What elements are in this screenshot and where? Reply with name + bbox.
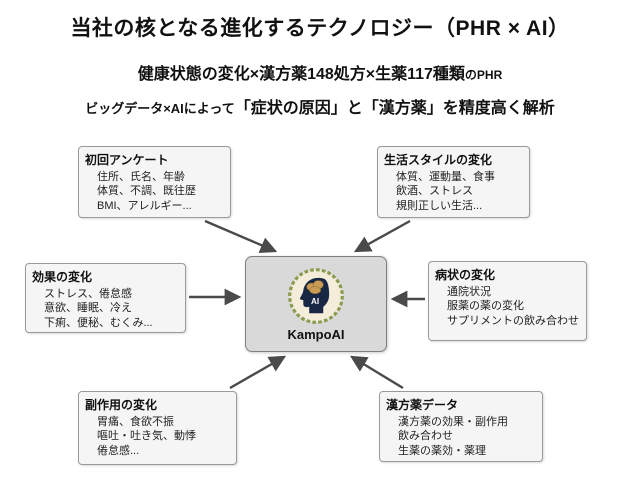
box-kampo-data: 漢方薬データ 漢方薬の効果・副作用 飲み合わせ 生薬の薬効・薬理 bbox=[379, 391, 543, 462]
box-line: ストレス、倦怠感 bbox=[44, 288, 132, 300]
box-line: 飲み合わせ bbox=[398, 430, 453, 443]
box-line: 意欲、睡眠、冷え bbox=[44, 302, 132, 315]
box-line: 倦怠感... bbox=[97, 444, 140, 457]
box-line: 飲酒、ストレス bbox=[396, 185, 473, 198]
tagline: ビッグデータ×AIによって「症状の原因」と「漢方薬」を精度高く解析 bbox=[0, 94, 640, 118]
tagline-prefix: ビッグデータ×AIによって bbox=[85, 101, 235, 116]
box-line: 規則正しい生活... bbox=[396, 199, 483, 212]
box-line: 胃痛、食欲不振 bbox=[97, 416, 174, 428]
box-line: 体質、不調、既往歴 bbox=[97, 185, 196, 198]
box-line: 下痢、便秘、むくみ... bbox=[44, 316, 153, 329]
box-line: 生薬の薬効・薬理 bbox=[398, 444, 486, 457]
kampo-ai-node: AI KampoAI bbox=[245, 256, 387, 352]
box-initial-survey: 初回アンケート 住所、氏名、年齢 体質、不調、既往歴 BMI、アレルギー... bbox=[78, 146, 231, 218]
subtitle-phr-main: 健康状態の変化×漢方薬148処方×生薬117種類 bbox=[137, 66, 465, 83]
box-line: 通院状況 bbox=[447, 286, 491, 298]
box-title: 生活スタイルの変化 bbox=[384, 153, 493, 167]
box-line: 住所、氏名、年齢 bbox=[97, 171, 185, 183]
box-line: BMI、アレルギー... bbox=[97, 199, 192, 212]
page-title: 当社の核となる進化するテクノロジー（PHR × AI） bbox=[70, 17, 570, 40]
box-title: 副作用の変化 bbox=[85, 398, 158, 412]
arrow-initial-survey-to-center bbox=[204, 219, 278, 254]
box-side-effect-change: 副作用の変化 胃痛、食欲不振 嘔吐・吐き気、動悸 倦怠感... bbox=[78, 391, 237, 465]
box-title: 効果の変化 bbox=[32, 270, 93, 284]
box-title: 漢方薬データ bbox=[386, 398, 459, 412]
arrow-side-effect-to-center bbox=[229, 355, 287, 390]
subtitle-phr: 健康状態の変化×漢方薬148処方×生薬117種類のPHR bbox=[0, 60, 640, 84]
box-line: 漢方薬の効果・副作用 bbox=[398, 416, 508, 428]
kampo-ai-head-icon: AI bbox=[288, 267, 344, 324]
brain-icon bbox=[306, 279, 324, 294]
kampo-ai-label: KampoAI bbox=[287, 326, 345, 342]
arrow-kampo-data-to-center bbox=[349, 355, 404, 390]
ai-badge-label: AI bbox=[311, 297, 319, 306]
arrow-lifestyle-to-center bbox=[353, 219, 411, 253]
box-title: 初回アンケート bbox=[85, 153, 169, 167]
box-line: 嘔吐・吐き気、動悸 bbox=[97, 430, 196, 443]
box-line: 体質、運動量、食事 bbox=[396, 171, 495, 183]
box-title: 病状の変化 bbox=[435, 268, 496, 282]
box-effect-change: 効果の変化 ストレス、倦怠感 意欲、睡眠、冷え 下痢、便秘、むくみ... bbox=[25, 263, 186, 333]
tagline-emphasis: 「症状の原因」と「漢方薬」を精度高く解析 bbox=[234, 100, 555, 117]
subtitle-phr-suffix: のPHR bbox=[464, 68, 503, 82]
box-line: 服薬の薬の変化 bbox=[447, 300, 524, 313]
box-line: サプリメントの飲み合わせ bbox=[447, 314, 579, 327]
box-lifestyle-change: 生活スタイルの変化 体質、運動量、食事 飲酒、ストレス 規則正しい生活... bbox=[377, 146, 530, 218]
box-symptom-change: 病状の変化 通院状況 服薬の薬の変化 サプリメントの飲み合わせ bbox=[428, 261, 587, 341]
